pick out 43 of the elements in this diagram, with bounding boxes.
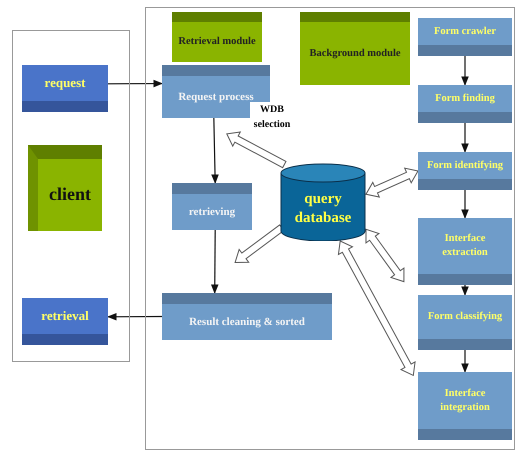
group-panel xyxy=(145,7,515,450)
arrow xyxy=(107,312,162,321)
arrow xyxy=(461,285,469,296)
process-box xyxy=(418,372,512,440)
group-panel xyxy=(12,30,130,362)
hollow-arrow xyxy=(365,228,404,282)
arrow xyxy=(211,118,219,184)
node-label: request xyxy=(44,74,86,92)
module-block xyxy=(300,12,410,85)
client-cube xyxy=(28,145,102,231)
node-label: Form classifying xyxy=(426,310,504,324)
process-box xyxy=(162,293,332,340)
node-label: Form crawler xyxy=(432,24,498,38)
hollow-arrow xyxy=(365,167,419,198)
arrow xyxy=(461,190,469,219)
process-box xyxy=(418,152,512,190)
arrow xyxy=(461,56,469,86)
module-block xyxy=(172,12,262,62)
arrow xyxy=(461,123,469,153)
client-box xyxy=(22,298,108,345)
arrow xyxy=(210,230,219,294)
node-label: Result cleaning & sorted xyxy=(188,314,306,330)
node-label: Interface extraction xyxy=(441,232,489,260)
process-box xyxy=(418,295,512,350)
node-label: Form identifying xyxy=(426,158,504,172)
node-label: query database xyxy=(294,190,352,228)
client-box xyxy=(22,65,108,112)
node-label: Retrieval module xyxy=(177,35,257,49)
process-box xyxy=(418,218,512,285)
node-label: Interface integration xyxy=(439,386,491,414)
node-label: retrieving xyxy=(188,204,236,220)
hollow-arrow xyxy=(338,240,416,376)
node-label: client xyxy=(48,183,92,206)
arrow xyxy=(461,350,469,373)
arrow xyxy=(108,80,163,88)
node-label: retrieval xyxy=(40,308,90,324)
node-label: Form finding xyxy=(434,92,496,106)
hollow-arrow xyxy=(226,131,287,168)
node-label: Background module xyxy=(308,46,402,60)
process-box xyxy=(418,85,512,123)
process-box xyxy=(418,18,512,56)
process-box xyxy=(172,183,252,230)
node-label: Request process xyxy=(177,90,255,104)
